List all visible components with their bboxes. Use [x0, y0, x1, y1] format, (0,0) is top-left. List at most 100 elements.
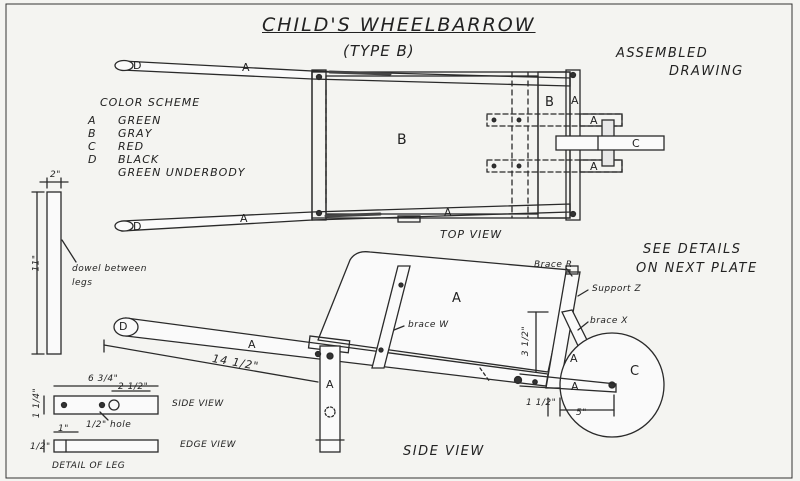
part-a-top-arm-1: A [590, 114, 598, 127]
color-value-d: BLACK [118, 153, 160, 166]
side-brace-r [565, 265, 579, 275]
top-bolt-8 [516, 163, 522, 169]
brace-w-leader [393, 325, 405, 331]
part-b-top-main: B [397, 132, 407, 148]
color-value-c: RED [118, 140, 145, 153]
dim-leg-sub: 2 1/2" [118, 382, 149, 392]
leg-elevation [31, 177, 77, 355]
dim-wheel-radius: 5" [576, 408, 587, 418]
top-wheel [555, 135, 665, 151]
see-details-line-1: SEE DETAILS [643, 242, 742, 257]
leg-detail-edge [53, 439, 159, 453]
part-a-side-leg: A [326, 378, 334, 391]
sheet-border [5, 3, 793, 479]
color-key-a: A [88, 114, 97, 127]
top-bolt-7 [516, 117, 522, 123]
part-a-top-front: A [571, 94, 579, 107]
color-extra: GREEN UNDERBODY [118, 166, 246, 179]
leg-detail-hole-2 [98, 401, 106, 409]
leg-edge-view-label: EDGE VIEW [180, 440, 237, 450]
support-z-callout: Support Z [592, 284, 642, 294]
color-key-b: B [88, 127, 97, 140]
side-handle-grip [113, 317, 139, 337]
leg-detail-label: DETAIL OF LEG [52, 461, 126, 471]
top-view-label: TOP VIEW [440, 228, 503, 241]
top-cross-bar-rear [311, 69, 327, 221]
top-hatch-upper [328, 70, 392, 76]
see-details-line-2: ON NEXT PLATE [636, 261, 758, 276]
dim-leg-width: 2" [50, 170, 61, 180]
leg-elevation-body [46, 191, 62, 355]
part-b-top-front: B [545, 95, 554, 110]
leg-detail-hole-1 [60, 401, 68, 409]
leg-detail-side [53, 395, 159, 415]
color-scheme-heading: COLOR SCHEME [100, 96, 201, 109]
top-axle-arm-upper-solid [579, 113, 623, 127]
part-d-top-1: D [133, 59, 142, 72]
drawing-subtitle: (TYPE B) [343, 42, 415, 60]
hole-callout: 1/2" hole [86, 420, 132, 430]
part-d-side: D [119, 320, 128, 333]
top-bolt-3 [569, 71, 577, 79]
top-bolt-2 [315, 209, 323, 217]
color-key-c: C [88, 140, 97, 153]
leg-detail [43, 385, 159, 453]
top-bolt-4 [569, 210, 577, 218]
dim-leg-h1: 1 1/4" [32, 387, 43, 419]
color-value-a: GREEN [118, 114, 162, 127]
part-a-side-brace: A [570, 352, 578, 365]
part-a-top-arm-2: A [590, 160, 598, 173]
side-leg-hole [324, 406, 336, 418]
dim-leg-edge: 1" [58, 424, 69, 434]
dim-handle-len [103, 344, 319, 383]
top-underblock [397, 215, 421, 223]
part-c-side: C [630, 364, 640, 379]
drawing-title: CHILD'S WHEELBARROW [262, 14, 536, 36]
part-c-top: C [632, 137, 640, 150]
side-leg [319, 345, 341, 453]
brace-x-leader [577, 321, 589, 331]
top-handle-lower-grip [114, 220, 134, 232]
dim-leg-w: 1/2" [30, 442, 51, 452]
brace-r-callout: Brace R [534, 260, 573, 270]
brace-x-callout: brace X [590, 316, 628, 326]
part-a-top-3: A [444, 206, 452, 219]
top-tray-body [311, 71, 571, 219]
assembled-line-2: DRAWING [669, 64, 744, 79]
top-bolt-1 [315, 73, 323, 81]
dowel-callout-2: legs [72, 278, 93, 288]
top-bolt-5 [491, 117, 497, 123]
dowel-callout-1: dowel between [72, 264, 147, 274]
part-a-side-box: A [452, 291, 461, 306]
leg-side-view-label: SIDE VIEW [172, 399, 224, 409]
brace-r-leader [565, 267, 573, 277]
dim-axle-offset: 1 1/2" [526, 398, 557, 408]
part-a-top-2: A [240, 212, 248, 225]
top-handle-upper [121, 60, 313, 80]
dim-leg-length: 6 3/4" [88, 374, 119, 384]
assembled-line-1: ASSEMBLED [616, 46, 709, 61]
side-brace-w [371, 265, 411, 369]
top-axle-arm-lower-solid [579, 159, 623, 173]
leg-detail-hole-3 [108, 399, 120, 411]
color-value-b: GRAY [118, 127, 153, 140]
part-a-side-handle: A [248, 338, 256, 351]
side-wheel-strut [519, 373, 617, 393]
hole-leader [99, 411, 109, 421]
side-view-label: SIDE VIEW [403, 444, 485, 459]
dowel-leader [61, 239, 77, 263]
part-a-top-1: A [242, 61, 250, 74]
top-view [114, 59, 665, 232]
part-d-top-2: D [133, 220, 142, 233]
top-handle-upper-grip [114, 59, 134, 72]
dim-leg-height: 11" [31, 254, 42, 272]
support-z-leader [577, 289, 589, 297]
top-hatch-lower [324, 212, 382, 218]
top-tray-inner [325, 75, 539, 215]
top-handle-lower [121, 211, 313, 232]
color-key-d: D [88, 153, 98, 166]
side-view [103, 251, 665, 453]
top-bolt-6 [491, 163, 497, 169]
